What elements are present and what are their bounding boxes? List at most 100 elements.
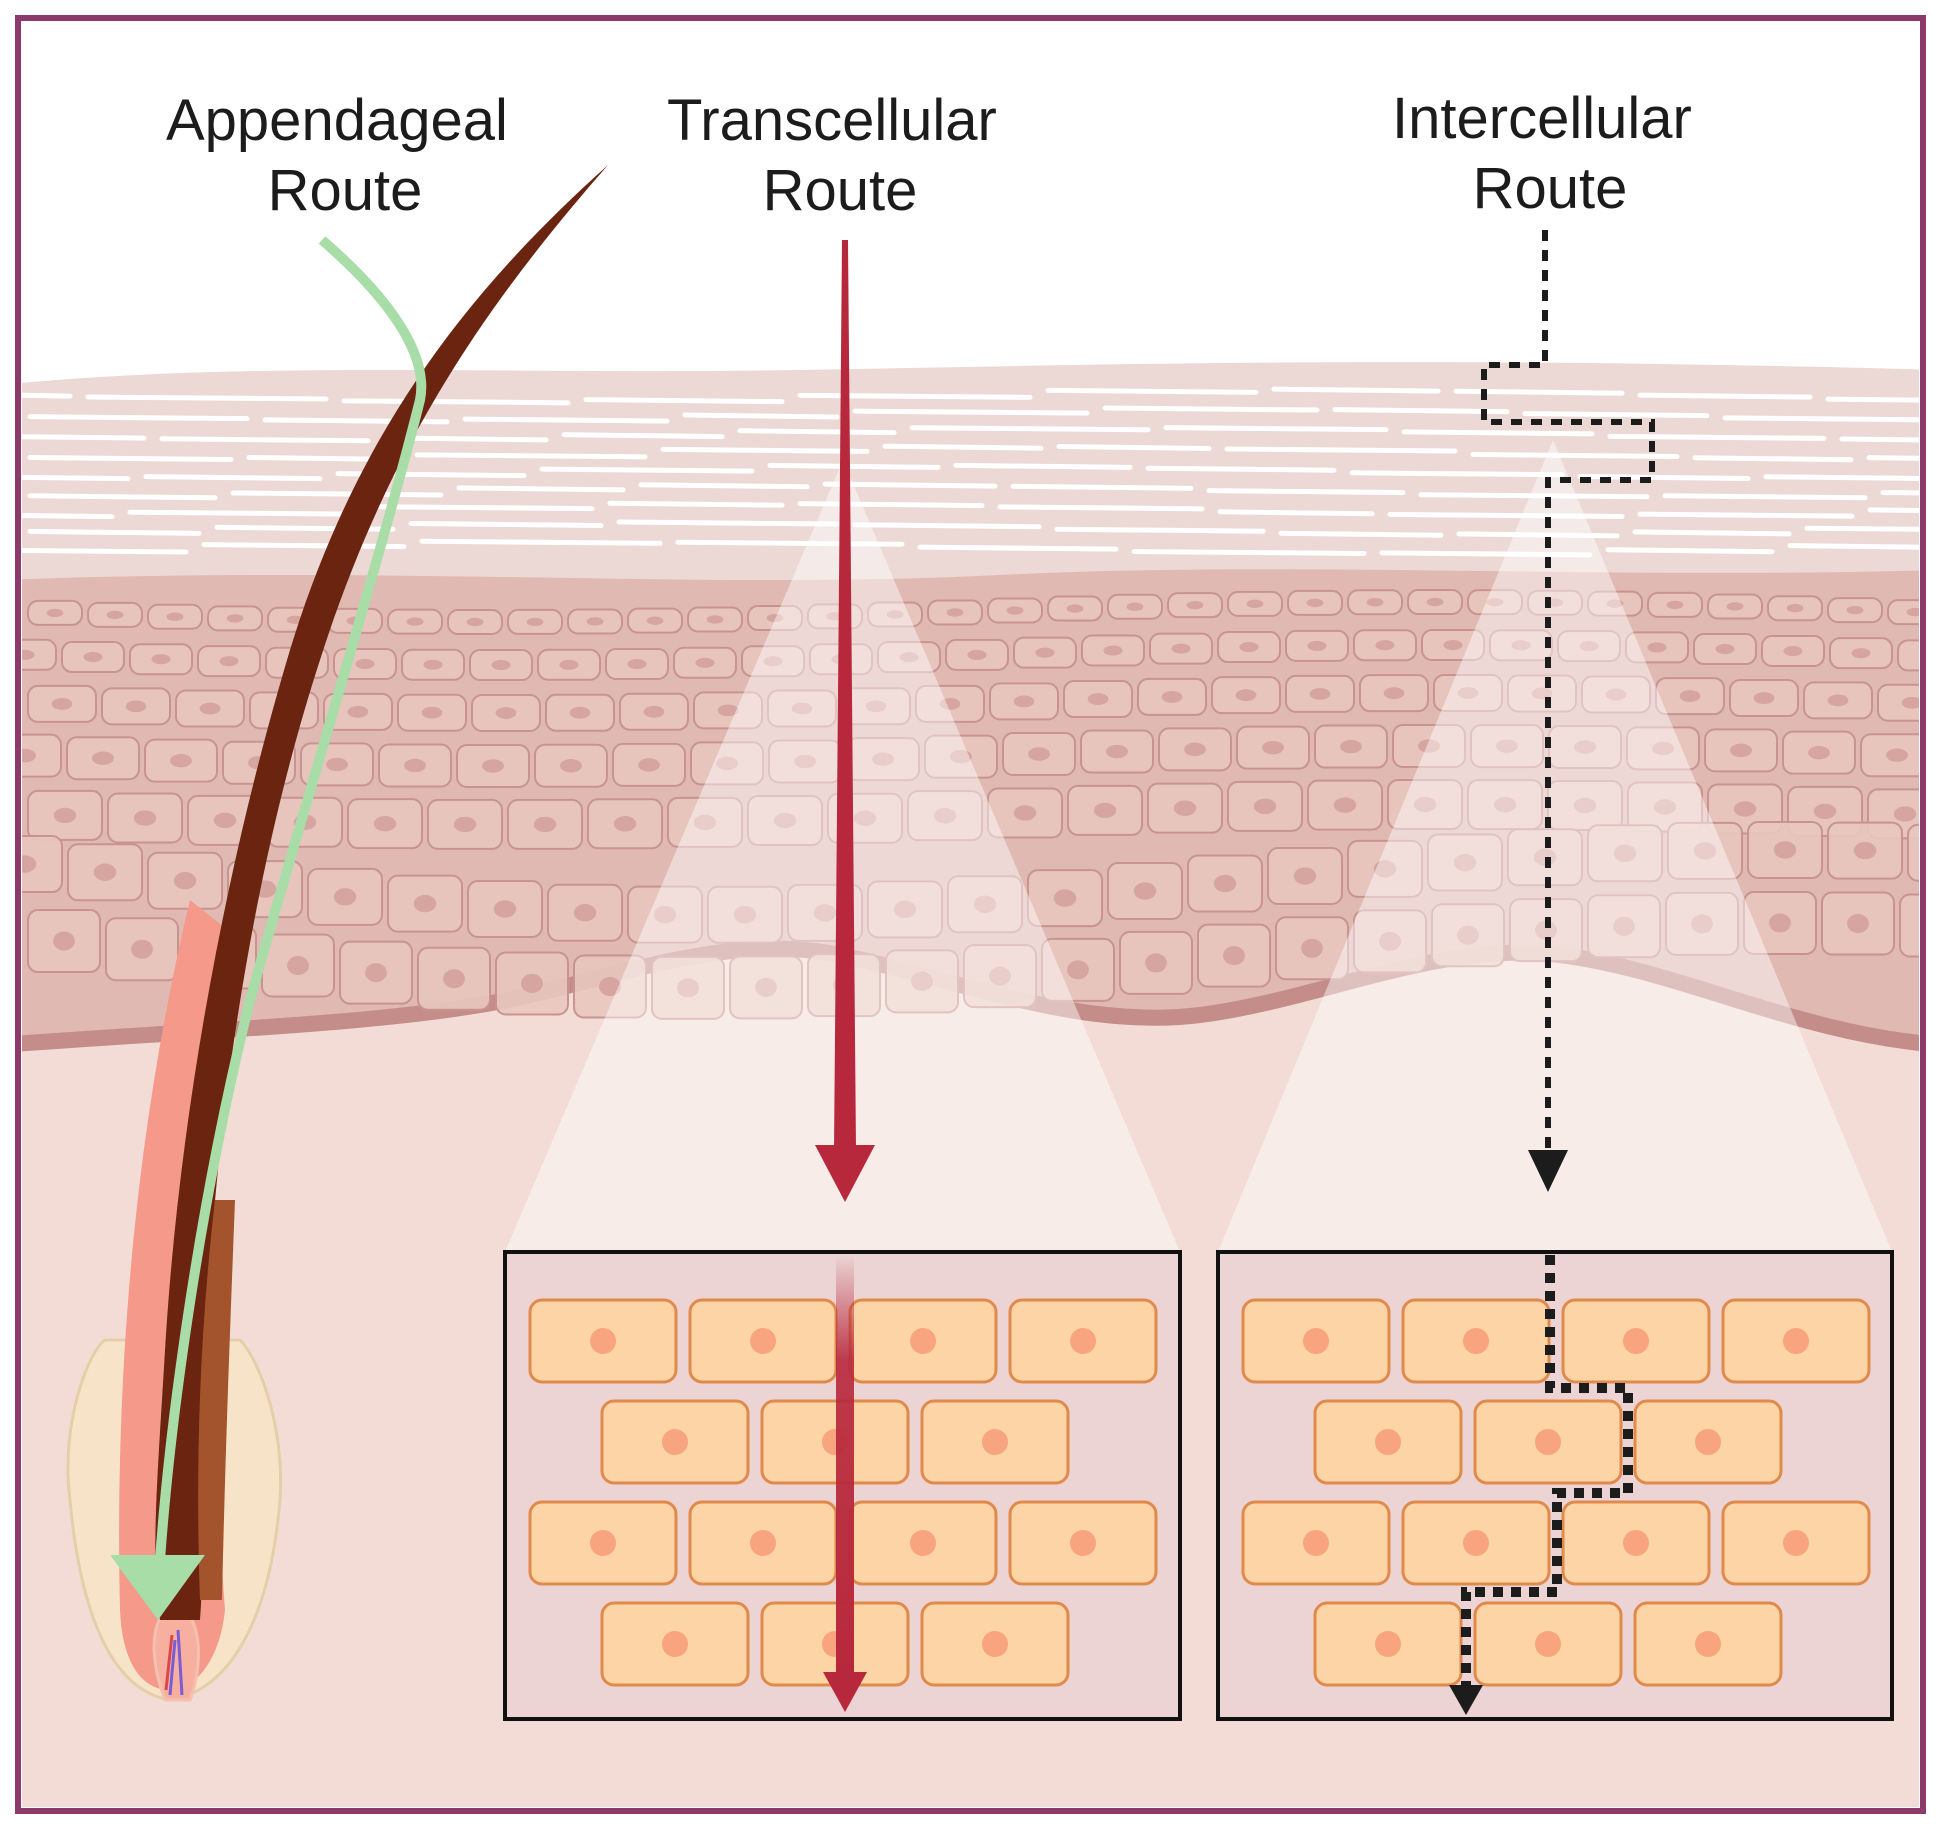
cell-nucleus bbox=[287, 955, 309, 975]
inset-cell-nucleus bbox=[1070, 1530, 1096, 1556]
cell-nucleus bbox=[333, 888, 357, 906]
cell-nucleus bbox=[1307, 640, 1327, 651]
inset-cell-nucleus bbox=[1303, 1328, 1329, 1354]
cell-nucleus bbox=[453, 816, 477, 833]
corneocyte-line bbox=[1387, 511, 1625, 519]
cell-nucleus bbox=[693, 814, 717, 831]
cell-nucleus bbox=[1486, 597, 1504, 607]
corneocyte-line bbox=[1217, 509, 1375, 517]
cell-nucleus bbox=[1934, 844, 1941, 861]
corneocyte-line bbox=[607, 500, 785, 508]
cell-nucleus bbox=[1693, 842, 1717, 860]
cell-nucleus bbox=[853, 810, 877, 826]
cell-nucleus bbox=[1053, 889, 1077, 907]
cell-nucleus bbox=[1067, 960, 1089, 980]
corneocyte-line bbox=[1056, 443, 1212, 451]
cell-nucleus bbox=[1496, 739, 1518, 753]
cell-nucleus bbox=[1808, 745, 1830, 760]
inset-cell-nucleus bbox=[1535, 1631, 1561, 1657]
corneocyte-line bbox=[1607, 433, 1827, 441]
cell-nucleus bbox=[22, 855, 37, 873]
cell-nucleus bbox=[933, 807, 957, 824]
cell-nucleus bbox=[347, 705, 369, 718]
corneocyte-line bbox=[27, 414, 250, 422]
corneocyte-line bbox=[1379, 550, 1593, 558]
inset-cell-nucleus bbox=[1463, 1530, 1489, 1556]
cell-nucleus bbox=[1161, 691, 1183, 703]
cell-nucleus bbox=[893, 900, 917, 919]
corneocyte-line bbox=[1010, 483, 1194, 491]
cell-nucleus bbox=[755, 977, 777, 997]
cell-nucleus bbox=[406, 617, 424, 626]
cell-nucleus bbox=[1457, 925, 1479, 945]
epidermal-cell bbox=[1897, 639, 1919, 672]
corneocyte-line bbox=[159, 436, 371, 444]
corneocyte-line bbox=[1145, 465, 1337, 473]
inset-cell-nucleus bbox=[1535, 1429, 1561, 1455]
cell-nucleus bbox=[22, 649, 35, 660]
cell-nucleus bbox=[1373, 860, 1397, 878]
cell-nucleus bbox=[1013, 695, 1035, 708]
inset-cells bbox=[528, 1298, 1871, 1687]
cell-nucleus bbox=[967, 649, 987, 660]
corneocyte-line bbox=[1131, 548, 1367, 556]
cell-nucleus bbox=[1827, 694, 1849, 707]
epidermal-cell bbox=[1877, 683, 1919, 722]
cell-nucleus bbox=[1613, 916, 1635, 936]
cell-nucleus bbox=[199, 702, 221, 715]
cell-nucleus bbox=[1666, 600, 1684, 610]
cell-nucleus bbox=[423, 659, 443, 670]
appendageal-route-label: Appendageal Route bbox=[166, 88, 524, 223]
cell-nucleus bbox=[1605, 688, 1627, 701]
cell-nucleus bbox=[170, 753, 192, 768]
cell-nucleus bbox=[1453, 853, 1477, 872]
epidermal-cell bbox=[22, 733, 62, 778]
corneocyte-line bbox=[1271, 386, 1441, 394]
cell-nucleus bbox=[766, 613, 784, 623]
corneocyte-line bbox=[27, 493, 218, 501]
corneocyte-line bbox=[616, 519, 840, 527]
cell-nucleus bbox=[1173, 800, 1197, 816]
corneocyte-line bbox=[1763, 474, 1919, 481]
cell-nucleus bbox=[466, 617, 484, 627]
intercellular-arrowhead bbox=[1528, 1150, 1568, 1192]
corneocyte-line bbox=[822, 481, 998, 489]
cell-nucleus bbox=[495, 707, 517, 719]
corneocyte-line bbox=[341, 398, 571, 406]
intercellular-route-label: Intercellular Route bbox=[1392, 86, 1708, 221]
corneocyte-line bbox=[27, 454, 234, 462]
cell-nucleus bbox=[1901, 696, 1919, 709]
cell-nucleus bbox=[1028, 747, 1050, 761]
inset-cell-nucleus bbox=[1375, 1429, 1401, 1455]
corneocyte-line bbox=[1880, 490, 1919, 496]
cell-nucleus bbox=[1906, 607, 1919, 617]
cell-nucleus bbox=[1511, 640, 1531, 651]
cell-nucleus bbox=[1413, 796, 1437, 813]
cell-nucleus bbox=[125, 700, 147, 713]
cell-nucleus bbox=[1886, 748, 1908, 762]
cell-nucleus bbox=[1133, 882, 1157, 900]
cell-nucleus bbox=[482, 759, 504, 773]
inset-cell-nucleus bbox=[1375, 1631, 1401, 1657]
intercellular-arrow bbox=[1481, 230, 1655, 1150]
corneocyte-line bbox=[1632, 529, 1792, 537]
cell-nucleus bbox=[1925, 916, 1941, 935]
cell-nucleus bbox=[521, 973, 543, 994]
inset-cell-nucleus bbox=[1623, 1530, 1649, 1556]
cell-nucleus bbox=[1383, 687, 1405, 700]
cell-nucleus bbox=[763, 656, 783, 667]
cell-nucleus bbox=[526, 617, 544, 627]
corneocyte-line bbox=[909, 425, 1151, 433]
cell-nucleus bbox=[1443, 639, 1463, 651]
corneocyte-line bbox=[27, 528, 202, 536]
cell-nucleus bbox=[1306, 598, 1324, 608]
hair-highlight bbox=[198, 1200, 235, 1600]
cell-nucleus bbox=[865, 700, 887, 713]
corneocyte-line bbox=[682, 412, 840, 420]
cell-nucleus bbox=[83, 652, 103, 663]
cell-nucleus bbox=[1087, 693, 1109, 705]
cell-nucleus bbox=[706, 615, 724, 624]
corneocyte-line bbox=[22, 474, 131, 482]
cell-nucleus bbox=[1239, 642, 1259, 653]
